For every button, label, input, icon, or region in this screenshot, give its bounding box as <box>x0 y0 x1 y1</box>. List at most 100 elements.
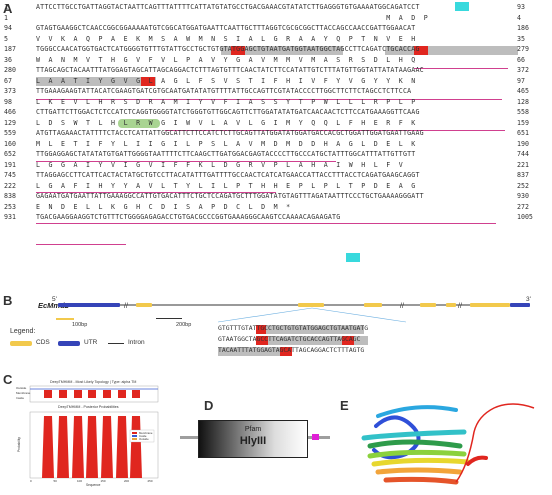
x-tick-label: 100 <box>77 479 82 483</box>
row-start-number: 98 <box>4 97 12 106</box>
exon-junction-2 <box>414 46 428 55</box>
panel-d-label: D <box>204 398 214 413</box>
motif-highlight <box>118 119 160 128</box>
primer-highlight-2 <box>385 46 518 55</box>
detail-gray-3 <box>218 347 292 356</box>
row-end-number: 128 <box>517 97 529 106</box>
row-start-number: 745 <box>4 171 16 179</box>
primer-highlight-1 <box>221 46 343 55</box>
track-membrane: Membrane <box>16 391 31 395</box>
gene-diagram: // // // <box>58 303 530 323</box>
domain-name: HlyIII <box>239 435 267 447</box>
pfam-domain-panel: Pfam HlyIII <box>180 418 330 458</box>
sequence-text: L G A F I H Y Y A V L T Y L I L P T H H … <box>36 181 416 190</box>
x-axis-label: Sequence <box>86 483 101 487</box>
row-start-number: 466 <box>4 108 16 116</box>
row-start-number: 67 <box>4 76 12 85</box>
detail-gray-2 <box>256 336 368 345</box>
topology-title-bottom: DeepTMHMM - Posterior Probabilities <box>58 405 119 409</box>
scale-200-label: 200bp <box>176 322 192 328</box>
y-axis-label: Probability <box>17 437 21 452</box>
panel-e-label: E <box>340 398 349 413</box>
tm-helix-underline-6 <box>36 223 496 224</box>
topology-plot: DeepTMHMM - Most Likely Topology | Type:… <box>14 380 174 488</box>
row-start-number: 1 <box>4 13 8 22</box>
row-end-number: 66 <box>517 55 525 64</box>
sequence-text: L A A T I Y G V G L A G L F S V S T I F … <box>36 76 416 85</box>
cds-block-1 <box>136 303 152 307</box>
tm-segment <box>132 390 140 398</box>
membrane-probability-peak <box>57 416 69 478</box>
cds-block-4 <box>420 303 436 307</box>
sequence-text: L D S W T L H L R W G I W V L A V L G I … <box>36 118 416 127</box>
sequence-text: M L E T I F Y L I I G I L P S L A V M D … <box>36 139 416 148</box>
topology-title-top: DeepTMHMM - Most Likely Topology | Type:… <box>50 380 137 384</box>
row-end-number: 186 <box>517 24 529 32</box>
gene-structure-panel: EcMmd2 5' 3' // // // 100bp 200bp Legend… <box>10 296 540 376</box>
x-tick-label: 50 <box>54 479 58 483</box>
start-codon-highlight <box>455 2 469 11</box>
sequence-text: TGACGAAGGAAGGTCTGTTTCTGGGGAGAGACCTGTGACG… <box>36 213 341 221</box>
detail-gray-1 <box>266 325 364 334</box>
topology-chart: Outside Membrane Inside Membrane Inside … <box>16 385 159 487</box>
sequence-text: L K E V L H R S D R A M I Y V F I A S S … <box>36 97 416 106</box>
row-end-number: 252 <box>517 181 529 190</box>
row-start-number: 931 <box>4 213 16 221</box>
sequence-text: W A N M V T H G V F V L P A V Y G A V M … <box>36 55 416 64</box>
three-prime-label: 3' <box>526 296 531 303</box>
legend-cds-label: CDS <box>36 339 50 346</box>
scale-100-label: 100bp <box>72 322 88 328</box>
x-tick-label: 150 <box>101 479 106 483</box>
detail-red-2 <box>256 336 268 345</box>
row-start-number: 160 <box>4 139 16 148</box>
sequence-text: TTAGGAGCCTTCATTCACTACTATGCTGTCCTTACATATT… <box>36 171 420 179</box>
x-tick-label: 250 <box>148 479 153 483</box>
row-end-number: 558 <box>517 108 529 116</box>
stop-codon-highlight <box>346 253 360 262</box>
row-end-number: 93 <box>517 3 525 11</box>
row-start-number: 1 <box>4 3 8 11</box>
row-start-number: 253 <box>4 202 16 211</box>
row-end-number: 4 <box>517 13 521 22</box>
row-end-number: 272 <box>517 202 529 211</box>
row-end-number: 35 <box>517 34 525 43</box>
row-end-number: 221 <box>517 160 529 169</box>
legend-intron-label: Intron <box>128 339 145 346</box>
sequence-text: GTAGTGAAGGCTCAACCGGCGGAAAAATGTCGGCATGGAT… <box>36 24 416 32</box>
row-end-number: 190 <box>517 139 529 148</box>
hlyiii-domain-box: Pfam HlyIII <box>198 420 308 458</box>
break-mark-3: // <box>458 303 462 310</box>
legend-cds-swatch <box>10 341 32 346</box>
legend-outside: Outside <box>139 437 149 441</box>
detail-line-1: GTGTTTGTATTGCCTGCTGTGTATGGAGCTGTAATGATG <box>218 324 369 332</box>
protein-structure <box>356 398 546 490</box>
track-outside: Outside <box>16 386 27 390</box>
membrane-probability-peak <box>116 416 128 478</box>
pfam-label: Pfam <box>244 426 262 433</box>
detail-red-1 <box>256 325 268 334</box>
row-end-number: 97 <box>517 76 525 85</box>
tm-segment <box>103 390 111 398</box>
panel-c-label: C <box>3 372 13 387</box>
row-end-number: 372 <box>517 66 529 74</box>
row-start-number: 838 <box>4 192 16 200</box>
row-start-number: 191 <box>4 160 16 169</box>
row-start-number: 222 <box>4 181 16 190</box>
utr-block-5 <box>58 303 120 307</box>
tm-segment <box>59 390 67 398</box>
primer-highlight-3 <box>36 77 156 86</box>
exon-junction-3 <box>141 77 155 86</box>
sequence-text: CTTGATTCTTGGACTCTCCATCTCAGGTGGGGTATCTGGG… <box>36 108 420 116</box>
sequence-text: ATTCCTTGCCTGATTAGGTACTAATTCAGTTTATTTTCAT… <box>36 3 420 11</box>
membrane-probability-peak <box>101 416 113 478</box>
legend-utr-swatch <box>58 341 80 346</box>
sequence-text: E N D E L L K G H C D I S A P D C L D M … <box>36 202 291 211</box>
tm-segment <box>44 390 52 398</box>
row-start-number: 652 <box>4 150 16 158</box>
cds-block-2 <box>298 303 324 307</box>
tm-marker <box>312 434 319 440</box>
cds-block-6 <box>470 303 510 307</box>
panel-b-label: B <box>3 293 13 308</box>
legend-title: Legend: <box>10 328 36 335</box>
row-start-number: 5 <box>4 34 8 43</box>
